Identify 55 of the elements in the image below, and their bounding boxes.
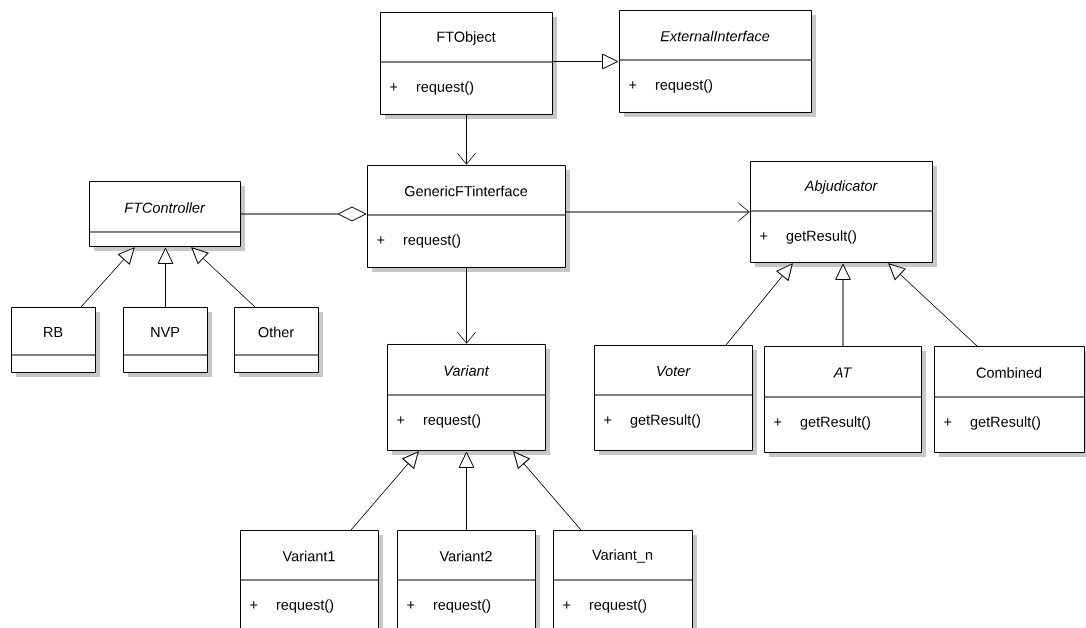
class-name: Variant_n bbox=[592, 549, 653, 563]
generalization-arrow bbox=[157, 247, 174, 308]
class-box bbox=[933, 346, 1086, 457]
class-name: Voter bbox=[657, 365, 691, 377]
method-label: + getResult() bbox=[604, 414, 700, 428]
generalization-arrow bbox=[80, 247, 135, 308]
class-box bbox=[552, 530, 697, 628]
class-box bbox=[122, 307, 212, 377]
class-name: Variant1 bbox=[282, 550, 335, 562]
class-box bbox=[10, 307, 100, 377]
class-box bbox=[618, 10, 816, 117]
method-label: + request() bbox=[397, 414, 481, 428]
class-name: Variant bbox=[444, 365, 490, 376]
class-box bbox=[749, 161, 937, 267]
class-box bbox=[396, 530, 540, 628]
method-label: + request() bbox=[629, 79, 713, 93]
generalization-arrow bbox=[350, 451, 419, 531]
class-box bbox=[88, 181, 245, 251]
class-box bbox=[386, 344, 550, 455]
method-label: + request() bbox=[377, 234, 461, 248]
class-box bbox=[233, 307, 323, 377]
class-box bbox=[366, 165, 570, 272]
generalization-arrow bbox=[552, 53, 619, 70]
method-label: + request() bbox=[407, 599, 491, 613]
class-box bbox=[593, 345, 757, 455]
class-name: RB bbox=[44, 327, 63, 337]
class-name: ExternalInterface bbox=[660, 30, 770, 42]
method-label: + getResult() bbox=[944, 416, 1040, 430]
generalization-arrow bbox=[888, 263, 978, 347]
class-box bbox=[763, 346, 926, 457]
generalization-arrow bbox=[725, 263, 793, 346]
method-label: + request() bbox=[250, 599, 334, 613]
class-name: FTController bbox=[124, 202, 206, 213]
class-name: GenericFTinterface bbox=[404, 185, 528, 197]
aggregation-line bbox=[240, 206, 367, 222]
class-name: Combined bbox=[976, 367, 1042, 378]
class-name: AT bbox=[833, 367, 853, 378]
class-name: Abjudicator bbox=[804, 180, 878, 194]
class-name: NVP bbox=[151, 327, 180, 337]
association-arrow bbox=[565, 202, 750, 222]
method-label: + getResult() bbox=[760, 230, 856, 244]
association-arrow bbox=[457, 114, 476, 165]
generalization-arrow bbox=[191, 247, 256, 308]
association-arrow bbox=[457, 267, 476, 344]
generalization-arrow bbox=[513, 451, 582, 531]
generalization-arrow bbox=[458, 451, 475, 531]
generalization-arrow bbox=[835, 263, 851, 347]
class-name: Other bbox=[258, 326, 294, 338]
class-name: Variant2 bbox=[439, 550, 492, 562]
method-label: + request() bbox=[563, 599, 647, 613]
method-label: + getResult() bbox=[774, 416, 870, 430]
class-box bbox=[379, 12, 557, 119]
class-name: FTObject bbox=[437, 31, 496, 45]
method-label: + request() bbox=[390, 81, 474, 95]
class-box bbox=[239, 530, 383, 628]
